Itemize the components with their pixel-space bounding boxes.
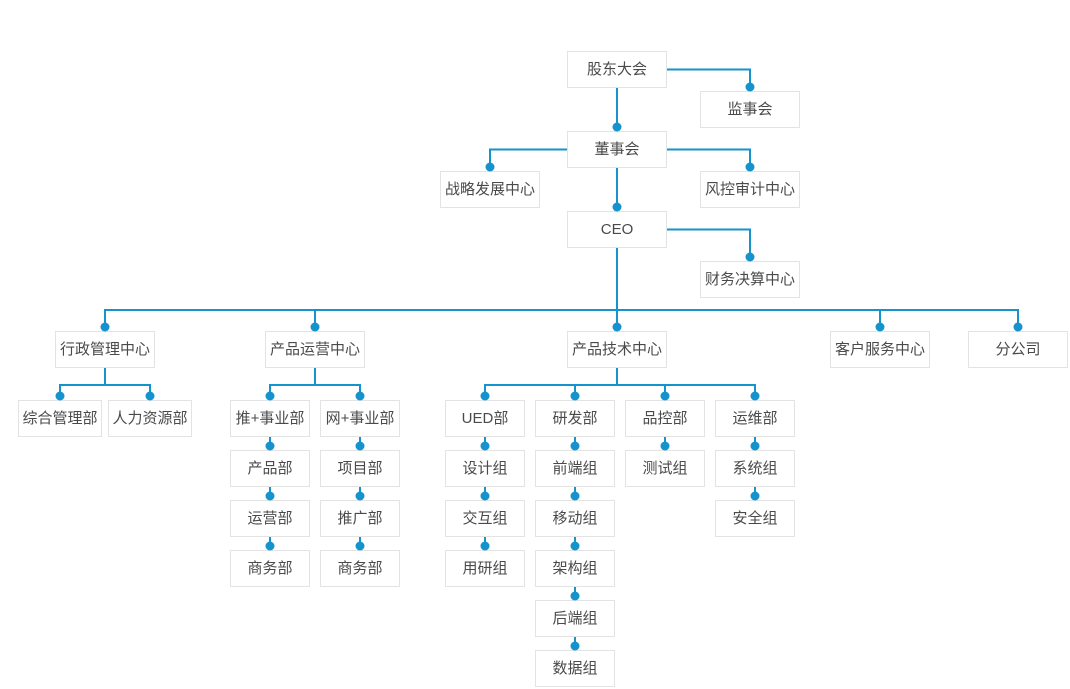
org-node-business-dept-left: 商务部 — [230, 550, 310, 587]
org-node-interaction-group: 交互组 — [445, 500, 525, 537]
org-node-business-dept-right: 商务部 — [320, 550, 400, 587]
org-node-board-of-directors: 董事会 — [567, 131, 667, 168]
org-node-finance-center: 财务决算中心 — [700, 261, 800, 298]
org-node-qc-dept: 品控部 — [625, 400, 705, 437]
org-node-rd-dept: 研发部 — [535, 400, 615, 437]
org-node-tech-center: 产品技术中心 — [567, 331, 667, 368]
org-node-design-group: 设计组 — [445, 450, 525, 487]
org-node-promotion-dept: 推广部 — [320, 500, 400, 537]
org-node-branch-company: 分公司 — [968, 331, 1068, 368]
org-node-data-group: 数据组 — [535, 650, 615, 687]
org-node-ued-dept: UED部 — [445, 400, 525, 437]
org-node-system-group: 系统组 — [715, 450, 795, 487]
org-node-product-dept: 产品部 — [230, 450, 310, 487]
org-node-admin-center: 行政管理中心 — [55, 331, 155, 368]
org-node-customer-service-center: 客户服务中心 — [830, 331, 930, 368]
org-node-general-admin-dept: 综合管理部 — [18, 400, 102, 437]
org-node-architecture-group: 架构组 — [535, 550, 615, 587]
org-node-security-group: 安全组 — [715, 500, 795, 537]
org-node-shareholders-meeting: 股东大会 — [567, 51, 667, 88]
org-node-devops-dept: 运维部 — [715, 400, 795, 437]
org-node-hr-dept: 人力资源部 — [108, 400, 192, 437]
org-node-test-group: 测试组 — [625, 450, 705, 487]
org-node-frontend-group: 前端组 — [535, 450, 615, 487]
org-node-project-dept: 项目部 — [320, 450, 400, 487]
org-node-mobile-group: 移动组 — [535, 500, 615, 537]
org-node-tui-business-dept: 推+事业部 — [230, 400, 310, 437]
org-node-wang-business-dept: 网+事业部 — [320, 400, 400, 437]
org-node-ops-center: 产品运营中心 — [265, 331, 365, 368]
org-node-risk-audit-center: 风控审计中心 — [700, 171, 800, 208]
org-node-backend-group: 后端组 — [535, 600, 615, 637]
org-node-strategy-center: 战略发展中心 — [440, 171, 540, 208]
org-node-operation-dept: 运营部 — [230, 500, 310, 537]
org-node-supervisory-board: 监事会 — [700, 91, 800, 128]
org-node-user-research-group: 用研组 — [445, 550, 525, 587]
org-node-ceo: CEO — [567, 211, 667, 248]
